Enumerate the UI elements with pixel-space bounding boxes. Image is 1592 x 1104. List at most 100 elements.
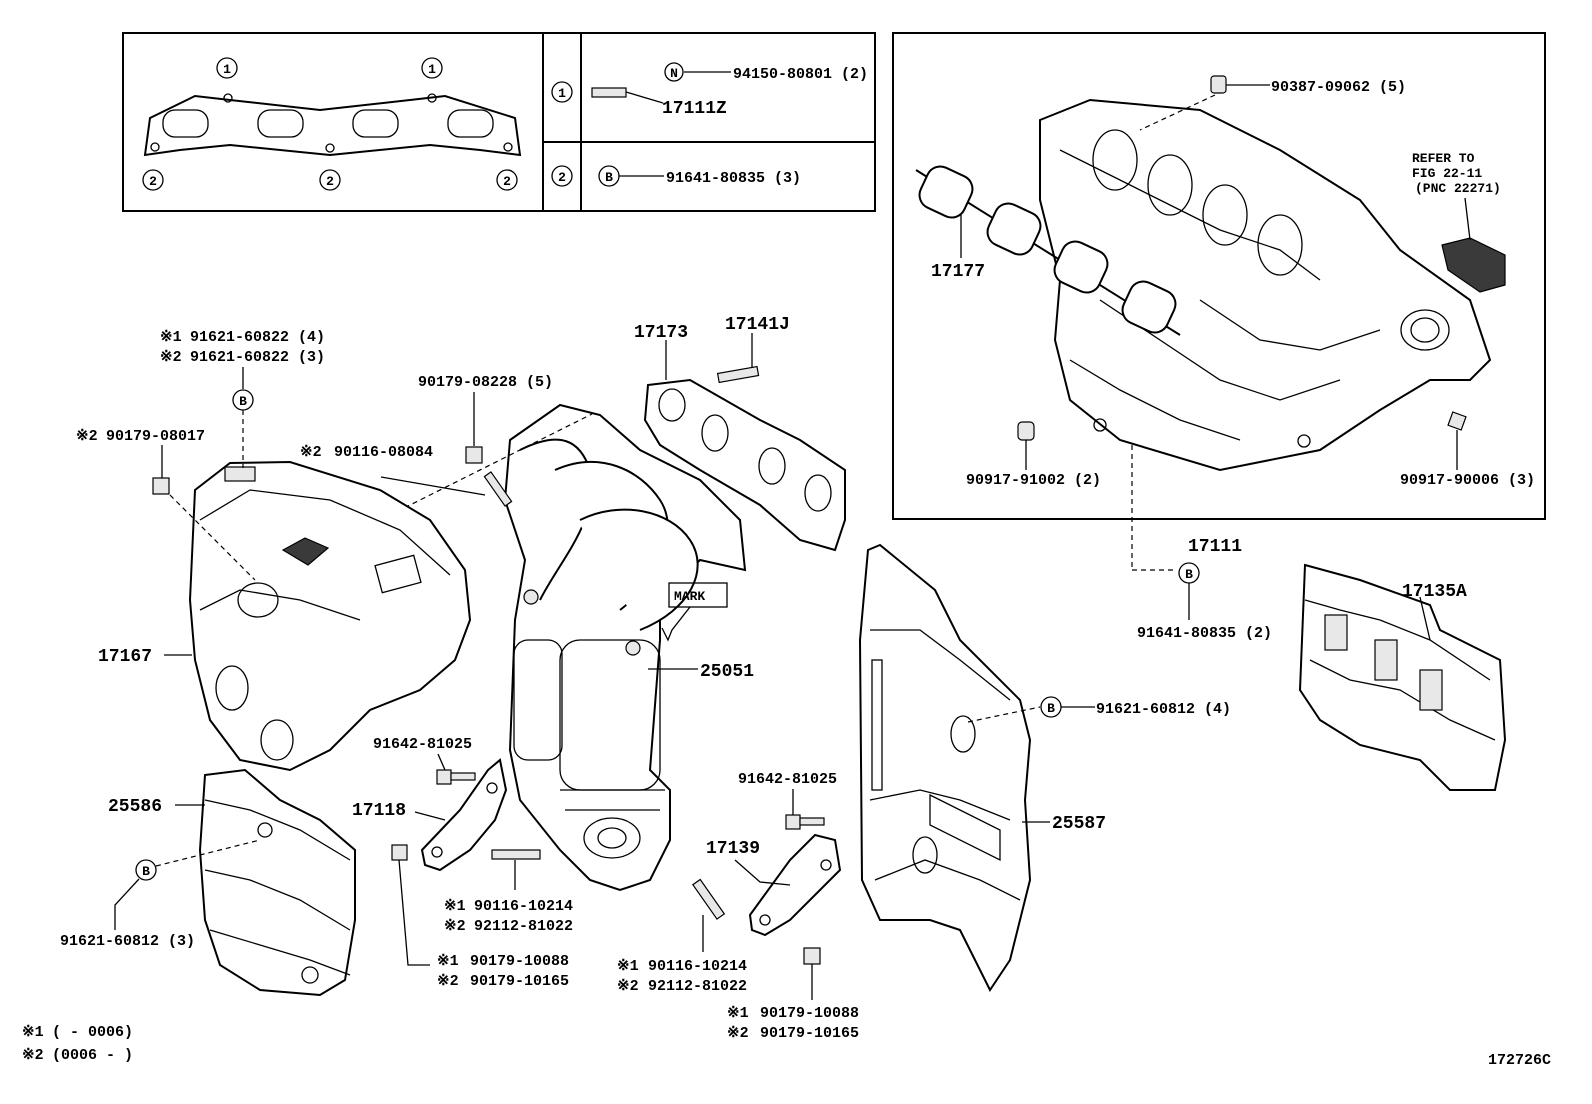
gasket-detail-inset: 1 1 2 2 2 1 N 94150-80801 (2) 17111Z 2 B… bbox=[122, 32, 876, 212]
part-17173-label: 17173 bbox=[634, 323, 688, 343]
note1-mark-90116-10214-a: ※1 bbox=[444, 898, 466, 915]
nut-90179-08017-icon bbox=[152, 477, 170, 495]
row2-index: 2 bbox=[558, 170, 566, 185]
row1-index: 1 bbox=[558, 86, 566, 101]
footnote-2-text: (0006 - ) bbox=[52, 1047, 133, 1064]
row2-part-number: 91641-80835 (3) bbox=[666, 170, 801, 187]
stud-17141j-icon bbox=[716, 365, 760, 384]
bolt-91642-81025-b-icon bbox=[785, 814, 825, 830]
row1-part-number: 94150-80801 (2) bbox=[733, 66, 868, 83]
part-25587-label: 25587 bbox=[1052, 814, 1106, 834]
exhaust-gasket-drawing bbox=[143, 93, 522, 157]
part-90179-08228-label: 90179-08228 (5) bbox=[418, 374, 553, 391]
part-17141j-label: 17141J bbox=[725, 315, 790, 335]
exhaust-manifold-25051-drawing bbox=[503, 403, 747, 892]
b-symbol-17111: B bbox=[1185, 567, 1193, 582]
intake-manifold-inset: 17177 90387-09062 (5) REFER TO FIG 22-11… bbox=[892, 32, 1546, 520]
refer-to-label: REFER TO bbox=[1412, 151, 1475, 166]
part-91642-81025-b-label: 91642-81025 bbox=[738, 771, 837, 788]
part-92112-81022-b-label: 92112-81022 bbox=[648, 978, 747, 995]
gasket-17177-label: 17177 bbox=[931, 262, 985, 282]
circle-label-1b: 1 bbox=[428, 62, 436, 77]
footnote-1-mark: ※1 bbox=[22, 1024, 44, 1041]
part-90179-10165-a-label: 90179-10165 bbox=[470, 973, 569, 990]
part-91621-60822-4-label: 91621-60822 (4) bbox=[190, 329, 325, 346]
heat-insulator-25586-drawing bbox=[198, 768, 356, 997]
note1-mark-90179-10088-a: ※1 bbox=[437, 953, 459, 970]
heat-shield-25587-drawing bbox=[858, 543, 1032, 992]
bolt-91642-81025-a-icon bbox=[436, 769, 476, 785]
note2-mark-90179-10165-a: ※2 bbox=[437, 973, 459, 990]
exhaust-gasket-17173-drawing bbox=[643, 378, 846, 552]
refer-pnc-label: (PNC 22271) bbox=[1415, 181, 1501, 196]
note2-mark-90179-10165-b: ※2 bbox=[727, 1025, 749, 1042]
part-92112-81022-a-label: 92112-81022 bbox=[474, 918, 573, 935]
nut-icon bbox=[1447, 411, 1467, 431]
bracket-17118-drawing bbox=[420, 758, 508, 872]
figure-id: 172726C bbox=[1488, 1052, 1551, 1069]
nut-90179-10088-a-icon bbox=[391, 844, 408, 861]
mark-box bbox=[668, 582, 728, 608]
row1-stud-number: 17111Z bbox=[662, 99, 727, 119]
footnote-2-mark: ※2 bbox=[22, 1047, 44, 1064]
mark-label: MARK bbox=[674, 589, 705, 604]
nut-90179-10088-b-icon bbox=[803, 947, 821, 965]
insulator-17135a-drawing bbox=[1298, 563, 1507, 791]
part-91621-60812-3-label: 91621-60812 (3) bbox=[60, 933, 195, 950]
plug-right-label: 90917-90006 (3) bbox=[1400, 472, 1535, 489]
intake-manifold-drawing bbox=[1039, 98, 1492, 472]
part-25586-label: 25586 bbox=[108, 797, 162, 817]
note2-mark-92112-81022-b: ※2 bbox=[617, 978, 639, 995]
b-symbol-17167: B bbox=[239, 394, 247, 409]
circle-label-2a: 2 bbox=[149, 174, 157, 189]
part-17118-label: 17118 bbox=[352, 801, 406, 821]
referenced-part-icon bbox=[1441, 237, 1506, 293]
heat-insulator-17167-drawing bbox=[188, 460, 472, 772]
circle-label-2b: 2 bbox=[326, 174, 334, 189]
intake-gasket-drawing bbox=[915, 165, 1181, 336]
footnote-1-text: ( - 0006) bbox=[52, 1024, 133, 1041]
cap-icon bbox=[1210, 75, 1227, 94]
b-symbol-25586: B bbox=[142, 864, 150, 879]
part-90116-08084-label: 90116-08084 bbox=[334, 444, 433, 461]
circle-label-1a: 1 bbox=[223, 62, 231, 77]
part-90179-10088-a-label: 90179-10088 bbox=[470, 953, 569, 970]
stud-icon bbox=[591, 87, 627, 98]
part-91621-60822-3-label: 91621-60822 (3) bbox=[190, 349, 325, 366]
stud-90116-10214-a-icon bbox=[491, 849, 541, 860]
nut-90179-08228-icon bbox=[465, 446, 483, 464]
part-90179-08017-label: 90179-08017 bbox=[106, 428, 205, 445]
row2-symbol: B bbox=[605, 170, 613, 185]
circle-label-2c: 2 bbox=[503, 174, 511, 189]
note2-mark-92112-81022-a: ※2 bbox=[444, 918, 466, 935]
b-symbol-25587: B bbox=[1047, 701, 1055, 716]
part-90179-10165-b-label: 90179-10165 bbox=[760, 1025, 859, 1042]
note1-mark-90116-10214-b: ※1 bbox=[617, 958, 639, 975]
stud-90116-08084-icon bbox=[483, 471, 513, 507]
part-90116-10214-a-label: 90116-10214 bbox=[474, 898, 573, 915]
part-90179-10088-b-label: 90179-10088 bbox=[760, 1005, 859, 1022]
note2-mark-91621-60822: ※2 bbox=[160, 349, 182, 366]
part-17135a-label: 17135A bbox=[1402, 582, 1467, 602]
stud-90116-10214-b-icon bbox=[692, 878, 726, 920]
part-91642-81025-a-label: 91642-81025 bbox=[373, 736, 472, 753]
part-17167-label: 17167 bbox=[98, 647, 152, 667]
part-91621-60812-4-label: 91621-60812 (4) bbox=[1096, 701, 1231, 718]
part-17139-label: 17139 bbox=[706, 839, 760, 859]
part-25051-label: 25051 bbox=[700, 662, 754, 682]
part-91641-80835-2-label: 91641-80835 (2) bbox=[1137, 625, 1272, 642]
part-90116-10214-b-label: 90116-10214 bbox=[648, 958, 747, 975]
bracket-17139-drawing bbox=[748, 833, 842, 937]
note1-mark-91621-60822: ※1 bbox=[160, 329, 182, 346]
plug-icon bbox=[1017, 421, 1035, 441]
mark-arrow-icon bbox=[661, 606, 691, 642]
row1-symbol: N bbox=[670, 66, 678, 81]
note2-mark-90116-08084: ※2 bbox=[300, 444, 322, 461]
plug-left-label: 90917-91002 (2) bbox=[966, 472, 1101, 489]
note1-mark-90179-10088-b: ※1 bbox=[727, 1005, 749, 1022]
cap-part-label: 90387-09062 (5) bbox=[1271, 79, 1406, 96]
refer-fig-label: FIG 22-11 bbox=[1412, 166, 1482, 181]
part-17111-label: 17111 bbox=[1188, 537, 1242, 557]
